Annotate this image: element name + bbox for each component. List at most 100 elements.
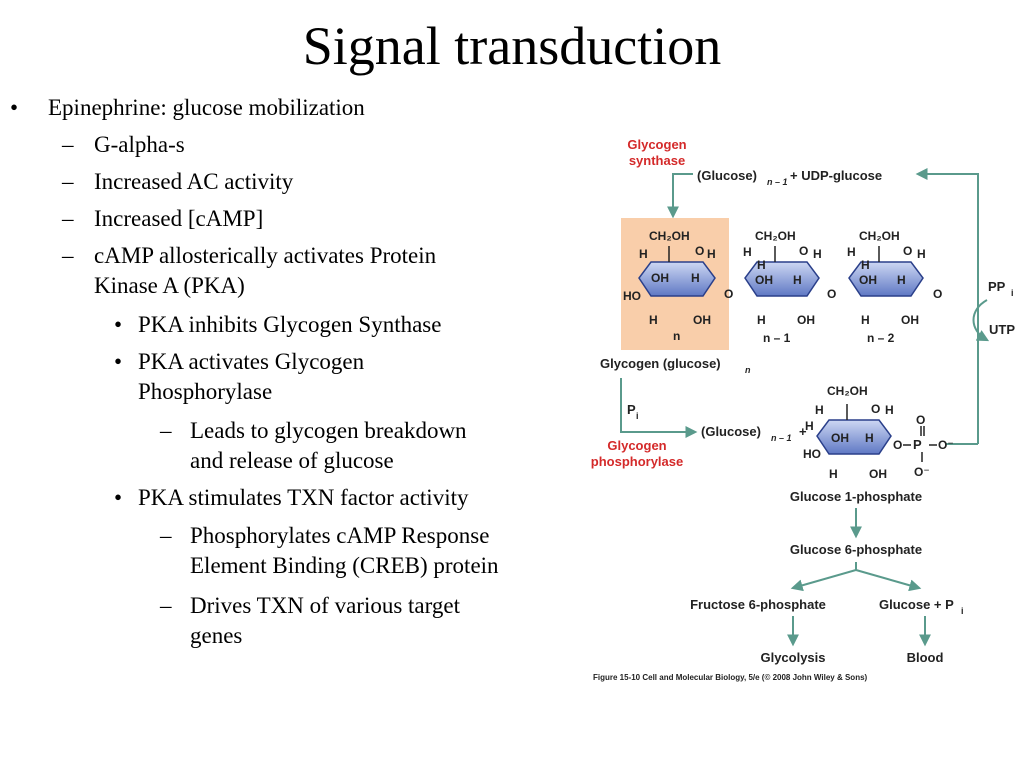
g1p-h4: H <box>865 431 874 445</box>
glucose-6-phosphate-label: Glucose 6-phosphate <box>790 542 922 557</box>
utp-label: UTP <box>989 322 1015 337</box>
subscript-n1-top: n – 1 <box>767 177 788 187</box>
ring-n-label: n <box>673 329 680 343</box>
bullet-camp-pka-line1: cAMP allosterically activates Protein <box>94 243 437 268</box>
figure-caption: Figure 15-10 Cell and Molecular Biology,… <box>593 673 868 682</box>
ring-n2-ch2oh: CH₂OH <box>859 229 900 243</box>
g1p-h2: H <box>885 403 894 417</box>
ring-n2-label: n – 2 <box>867 331 895 345</box>
ring-n1-link-o: O <box>827 287 836 301</box>
glucose-ring-n: CH₂OH O H H OH H HO H OH n O <box>623 229 733 343</box>
ring-n-h2: H <box>707 247 716 261</box>
ring-n1-oh1: OH <box>755 273 773 287</box>
ring-n2-h3: H <box>861 258 870 272</box>
dash-marker: – <box>160 593 172 618</box>
ring-n2-h4: H <box>897 273 906 287</box>
g1p-ho: HO <box>803 447 821 461</box>
glycogen-metabolism-figure: Glycogen synthase (Glucose) n – 1 + UDP-… <box>591 137 1016 682</box>
bullet-camp: Increased [cAMP] <box>94 206 264 231</box>
phosphorylase-arrow <box>620 378 698 438</box>
glycogen-synthase-label-2: synthase <box>629 153 685 168</box>
ring-n-h1: H <box>639 247 648 261</box>
glycogen-phosphorylase-label-1: Glycogen <box>607 438 666 453</box>
g1p-ch2oh: CH₂OH <box>827 384 868 398</box>
g1p-link-o: O <box>893 438 902 452</box>
glucose-ring-n-2: CH₂OH H O H H OH H H OH n – 2 O <box>847 229 942 345</box>
bullet-g-alpha: G-alpha-s <box>94 132 185 157</box>
glucose-1-phosphate-structure: CH₂OH H O H H OH H HO H OH O P O O⁻ O⁻ <box>803 384 954 481</box>
bullet-pka-txn: PKA stimulates TXN factor activity <box>138 485 469 510</box>
bullet-marker: • <box>114 312 123 337</box>
ring-n2-oh2: OH <box>901 313 919 327</box>
ring-n2-oh1: OH <box>859 273 877 287</box>
utp-ppi-arrow <box>972 299 990 342</box>
glycogen-synthase-label-1: Glycogen <box>627 137 686 152</box>
ring-n1-h3: H <box>757 258 766 272</box>
bullet-marker: • <box>10 95 19 120</box>
dash-marker: – <box>62 132 74 157</box>
dash-marker: – <box>62 243 74 268</box>
ring-n-o: O <box>695 244 704 258</box>
ring-n-h3: H <box>691 271 700 285</box>
g1p-phosphate-o-top: O <box>916 413 925 427</box>
ring-n-oh1: OH <box>651 271 669 285</box>
bullet-drives-txn-line2: genes <box>190 623 243 648</box>
ring-n-h4: H <box>649 313 658 327</box>
glucose-n1-bottom: (Glucose) <box>701 424 761 439</box>
glycogen-phosphorylase-label-2: phosphorylase <box>591 454 683 469</box>
dash-marker: – <box>62 206 74 231</box>
blood-label: Blood <box>907 650 944 665</box>
plus-sign: + <box>799 424 807 439</box>
ppi-subscript: i <box>1011 288 1014 298</box>
page-title: Signal transduction <box>302 16 722 76</box>
dash-marker: – <box>160 418 172 443</box>
udp-return-arrow <box>915 168 979 444</box>
ring-n1-h4: H <box>793 273 802 287</box>
bullet-pka-activates-line1: PKA activates Glycogen <box>138 349 365 374</box>
bullet-drives-txn-line1: Drives TXN of various target <box>190 593 460 618</box>
ring-n1-h5: H <box>757 313 766 327</box>
bullet-creb-line2: Element Binding (CREB) protein <box>190 553 499 578</box>
g1p-h5: H <box>829 467 838 481</box>
synthase-arrow <box>667 173 693 219</box>
glucose-pi-label: Glucose + P <box>879 597 954 612</box>
bullet-marker: • <box>114 485 123 510</box>
g6p-to-f6p-arrow <box>790 562 857 592</box>
ring-n-ho: HO <box>623 289 641 303</box>
ring-n2-link-o: O <box>933 287 942 301</box>
bullet-glycogen-breakdown-line2: and release of glucose <box>190 448 394 473</box>
bullet-ac-activity: Increased AC activity <box>94 169 294 194</box>
ring-n-ch2oh: CH₂OH <box>649 229 690 243</box>
ring-n1-o: O <box>799 244 808 258</box>
pi-subscript: i <box>636 411 639 421</box>
bullet-marker: • <box>114 349 123 374</box>
glycogen-glucose-label: Glycogen (glucose) <box>600 356 721 371</box>
ring-n1-ch2oh: CH₂OH <box>755 229 796 243</box>
g1p-oh2: OH <box>869 467 887 481</box>
bullet-glycogen-breakdown-line1: Leads to glycogen breakdown <box>190 418 467 443</box>
g1p-phosphate-o-bottom: O⁻ <box>914 465 930 479</box>
bullet-camp-pka-line2: Kinase A (PKA) <box>94 273 245 298</box>
g1p-h3: H <box>805 419 814 433</box>
ppi-label: PP <box>988 279 1006 294</box>
g1p-oh1: OH <box>831 431 849 445</box>
bullet-pka-activates-line2: Phosphorylase <box>138 379 273 404</box>
ring-n1-h2: H <box>813 247 822 261</box>
ring-n-oh2: OH <box>693 313 711 327</box>
plus-udp-glucose: + UDP-glucose <box>790 168 882 183</box>
pi-label: P <box>627 402 636 417</box>
ring-n1-oh2: OH <box>797 313 815 327</box>
ring-n1-h1: H <box>743 245 752 259</box>
ring-n2-h1: H <box>847 245 856 259</box>
glucose-ring-n-1: CH₂OH H O H H OH H H OH n – 1 O <box>743 229 836 345</box>
g6p-to-glucose-arrow <box>855 569 922 592</box>
glucose-pi-subscript: i <box>961 606 964 616</box>
g1p-h1: H <box>815 403 824 417</box>
bullet-epinephrine: Epinephrine: glucose mobilization <box>48 95 365 120</box>
glucose-1-phosphate-label: Glucose 1-phosphate <box>790 489 922 504</box>
ring-n-link-o: O <box>724 287 733 301</box>
g1p-o: O <box>871 402 880 416</box>
bullet-pka-inhibits: PKA inhibits Glycogen Synthase <box>138 312 442 337</box>
bullet-creb-line1: Phosphorylates cAMP Response <box>190 523 490 548</box>
glycogen-subscript-n: n <box>745 365 751 375</box>
